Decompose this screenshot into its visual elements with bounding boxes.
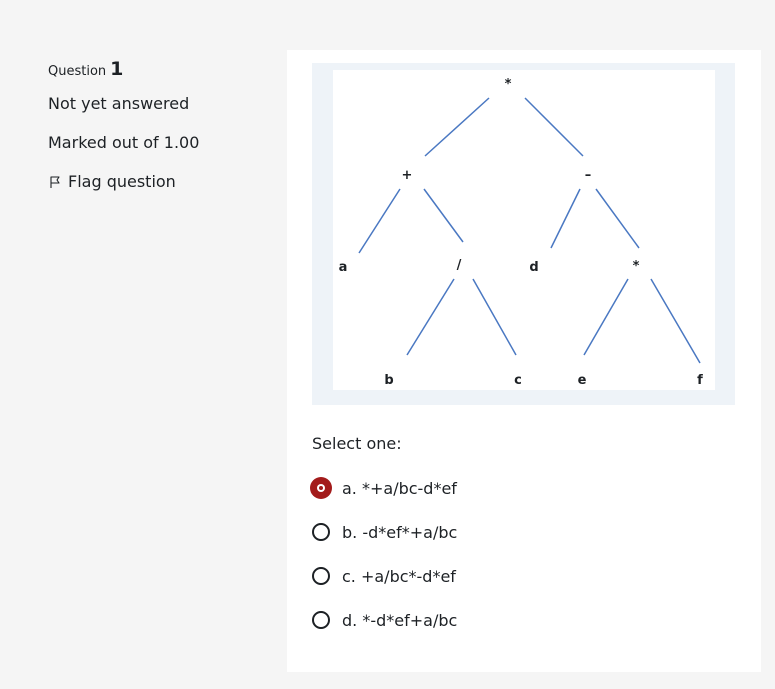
question-number-value: 1 (110, 58, 124, 80)
node-minus: – (585, 168, 592, 183)
node-c: c (514, 373, 522, 388)
expression-tree-svg: * + – a / d * b c e f (339, 77, 704, 388)
edge-div-b (406, 278, 455, 356)
node-f: f (697, 373, 703, 388)
answer-label: b. -d*ef*+a/bc (342, 522, 458, 542)
question-number: Question 1 (48, 58, 268, 80)
radio-selected-icon[interactable] (310, 477, 332, 499)
question-info: Question 1 Not yet answered Marked out o… (48, 58, 268, 191)
edge-minus-times (595, 188, 640, 249)
flag-icon (48, 175, 62, 189)
answer-option-c[interactable]: c. +a/bc*-d*ef (312, 554, 457, 598)
edge-times-e (583, 278, 629, 356)
node-a: a (339, 260, 348, 275)
flag-question-button[interactable]: Flag question (48, 172, 268, 191)
answer-option-b[interactable]: b. -d*ef*+a/bc (312, 510, 457, 554)
expression-tree-canvas: * + – a / d * b c e f (333, 70, 715, 390)
question-label: Question (48, 64, 107, 79)
answer-label: a. *+a/bc-d*ef (342, 478, 457, 498)
edge-div-c (472, 278, 517, 356)
node-b: b (384, 373, 393, 388)
radio-unselected-icon[interactable] (312, 611, 330, 629)
question-state: Not yet answered (48, 94, 190, 113)
node-e: e (578, 373, 587, 388)
question-grade: Marked out of 1.00 (48, 133, 200, 152)
flag-question-label: Flag question (68, 172, 176, 191)
edge-plus-a (358, 188, 401, 254)
edge-root-minus (524, 97, 584, 157)
answer-list: a. *+a/bc-d*ef b. -d*ef*+a/bc c. +a/bc*-… (310, 466, 457, 642)
answer-label: d. *-d*ef+a/bc (342, 610, 458, 630)
answer-label: c. +a/bc*-d*ef (342, 566, 456, 586)
expression-tree-figure: * + – a / d * b c e f (312, 63, 735, 405)
node-root: * (505, 77, 512, 92)
node-div: / (457, 258, 462, 273)
answer-option-a[interactable]: a. *+a/bc-d*ef (310, 466, 457, 510)
answer-option-d[interactable]: d. *-d*ef+a/bc (312, 598, 457, 642)
edge-root-plus (424, 97, 490, 157)
edge-plus-div (423, 188, 464, 243)
radio-unselected-icon[interactable] (312, 567, 330, 585)
node-plus: + (402, 168, 413, 183)
node-times: * (633, 259, 640, 274)
edge-times-f (650, 278, 701, 364)
edge-minus-d (550, 188, 581, 249)
answer-prompt: Select one: (312, 434, 402, 453)
radio-unselected-icon[interactable] (312, 523, 330, 541)
question-content: * + – a / d * b c e f Select one: a. *+a… (287, 50, 761, 672)
node-d: d (529, 260, 538, 275)
